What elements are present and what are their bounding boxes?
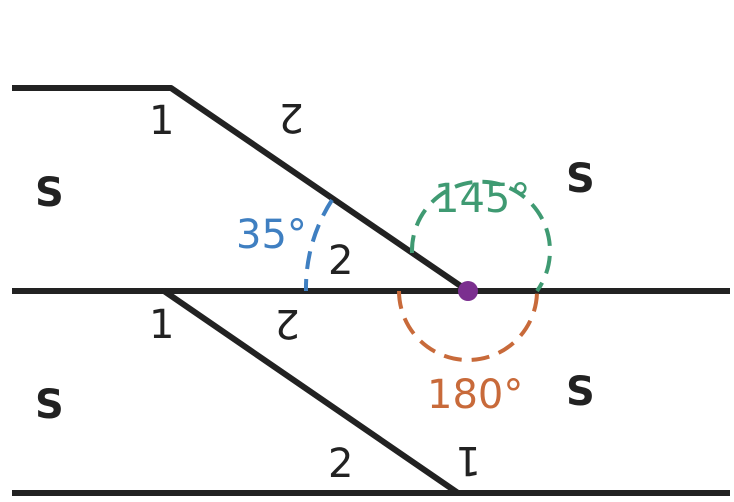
angle-180-arc bbox=[397, 290, 539, 362]
label-s-top-left: S bbox=[35, 170, 64, 216]
angle-35-arc bbox=[303, 198, 334, 292]
angle-180-label: 180° bbox=[427, 372, 523, 418]
intersection-point bbox=[458, 281, 478, 301]
label-middle-two-flipped: 2 bbox=[275, 300, 300, 346]
label-s-bottom-right: S bbox=[566, 369, 595, 415]
label-upper-one: 1 bbox=[149, 98, 174, 144]
label-middle-one: 1 bbox=[149, 302, 174, 348]
angle-145-label: 145° bbox=[434, 176, 530, 222]
label-s-bottom-left: S bbox=[35, 382, 64, 428]
angle-145-arc bbox=[409, 179, 552, 293]
label-middle-two: 2 bbox=[328, 238, 353, 284]
lower-diagonal-line bbox=[161, 288, 461, 496]
label-upper-two-flipped: 2 bbox=[279, 94, 304, 140]
angle-35-label: 35° bbox=[236, 212, 307, 258]
label-bottom-one-flipped: 1 bbox=[456, 437, 481, 483]
upper-diagonal-line bbox=[168, 85, 471, 294]
label-s-top-right: S bbox=[566, 156, 595, 202]
label-bottom-two: 2 bbox=[328, 441, 353, 487]
